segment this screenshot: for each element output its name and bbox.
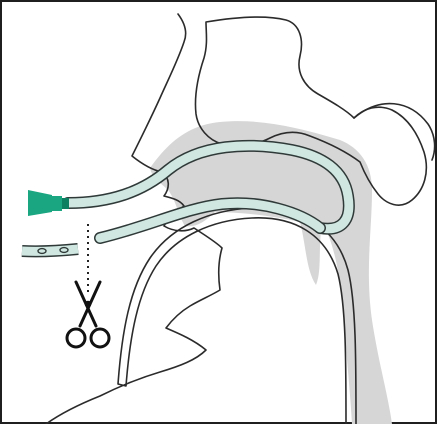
tube-connector-icon bbox=[28, 190, 69, 216]
feeding-tube-lower-fill bbox=[100, 203, 320, 238]
cut-tube-segment bbox=[22, 248, 78, 254]
airway-guide-outer bbox=[118, 208, 356, 424]
